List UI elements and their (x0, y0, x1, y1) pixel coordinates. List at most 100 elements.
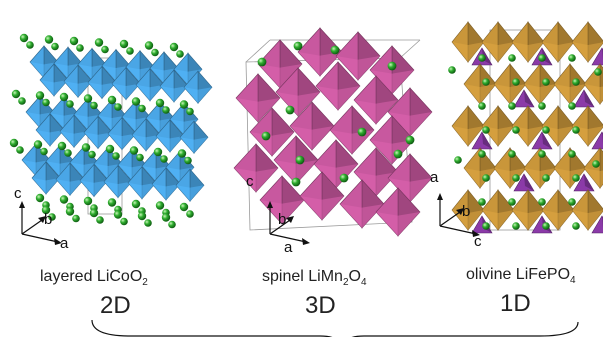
licoo2-octahedron-shade (108, 133, 136, 150)
olivine-axis-label: a (430, 169, 439, 186)
olivine-tetrahedron-side (584, 174, 594, 191)
lithium-ion (76, 44, 84, 52)
licoo2-octahedron-shade (146, 118, 174, 134)
olivine-octahedron-shade (542, 126, 574, 146)
licoo2-octahedron-shade (132, 134, 160, 151)
lithium-ion (538, 150, 546, 158)
spinel-octahedron-shade (314, 164, 358, 188)
olivine-octahedron-shade (572, 42, 603, 62)
licoo2-arrow-h (54, 238, 62, 245)
lithium-ion (508, 198, 516, 206)
lithium-ion (131, 97, 141, 106)
lithium-ion (131, 199, 141, 209)
spinel-cell-edge (245, 39, 271, 63)
olivine-octahedron-shade (554, 168, 586, 188)
lithium-ion (512, 78, 520, 86)
licoo2-axis-diagonal (21, 219, 43, 235)
olivine-tetrahedron-side (524, 174, 534, 191)
licoo2-octahedron-shade (36, 130, 64, 146)
licoo2-label: layered LiCoO2 (40, 268, 148, 288)
licoo2-axis-horizontal (21, 233, 59, 243)
lithium-ion (144, 41, 154, 50)
lithium-ion (72, 214, 80, 223)
olivine-label: olivine LiFePO4 (466, 266, 576, 286)
lithium-ion (35, 91, 45, 100)
lithium-ion (162, 106, 170, 114)
lithium-ion (16, 146, 24, 154)
licoo2-octahedron-shade (128, 182, 156, 199)
lithium-ion (137, 211, 147, 221)
lithium-ion (144, 219, 152, 227)
olivine-tetrahedron (591, 215, 603, 234)
olivine-octahedron-shade (482, 42, 514, 62)
lithium-ion (113, 210, 123, 219)
lithium-ion (330, 45, 340, 55)
spinel-octahedron-shade (300, 196, 344, 220)
lithium-ion (592, 160, 600, 168)
lithium-ion (393, 149, 403, 159)
lithium-ion (179, 202, 189, 212)
spinel-octahedron-shade (336, 56, 380, 80)
lithium-ion (169, 42, 179, 52)
spinel-arrow-v (267, 201, 273, 208)
lithium-ion (101, 45, 109, 54)
lithium-ion (89, 208, 99, 218)
lithium-ion (186, 210, 194, 218)
lithium-ion (508, 54, 516, 62)
licoo2-octahedron-shade (30, 62, 58, 78)
olivine-octahedron-shade (482, 126, 514, 146)
lithium-ion (542, 78, 550, 86)
spinel-axis-label: c (246, 173, 254, 190)
spinel-octahedron-shade (274, 160, 318, 184)
licoo2-arrow-v (19, 201, 25, 208)
licoo2-axis-label: b (44, 211, 52, 228)
olivine-octahedron-shade (542, 42, 574, 62)
lithium-ion (291, 177, 301, 187)
licoo2-octahedron-shade (64, 81, 92, 98)
lithium-ion (568, 150, 576, 158)
olivine-octahedron-shade (464, 84, 496, 104)
lithium-ion (9, 138, 19, 148)
olivine-octahedron-shade (452, 126, 484, 146)
licoo2-octahedron-shade (26, 112, 54, 128)
licoo2-octahedron-shade (142, 166, 170, 182)
lithium-ion (119, 39, 129, 49)
lithium-ion (512, 222, 520, 230)
licoo2-octahedron-shade (118, 164, 146, 181)
olivine-octahedron-shade (584, 84, 603, 104)
lithium-ion (538, 198, 546, 206)
spinel-axis-label: a (284, 239, 293, 256)
lithium-ion (35, 193, 45, 203)
lithium-ion (293, 41, 303, 51)
lithium-ion (482, 174, 490, 182)
licoo2-octahedron-shade (122, 116, 150, 133)
licoo2-octahedron-shade (152, 184, 180, 200)
lithium-ion (512, 174, 520, 182)
lithium-ion (478, 198, 486, 206)
spinel-octahedron-shade (354, 100, 398, 124)
olivine-axis-horizontal (439, 225, 477, 235)
olivine-tetrahedron (591, 131, 603, 150)
lithium-ion (94, 38, 104, 47)
bottom-brace (91, 319, 579, 337)
licoo2-octahedron-shade (74, 114, 102, 131)
spinel-octahedron-shade (388, 178, 432, 202)
licoo2-octahedron-shade (126, 66, 154, 83)
lithium-ion (538, 102, 546, 110)
olivine-octahedron-shade (524, 84, 556, 104)
lithium-ion (66, 100, 74, 108)
lithium-ion (257, 57, 267, 67)
lithium-ion (41, 205, 51, 215)
spinel-octahedron-shade (290, 126, 334, 150)
lithium-ion (568, 54, 576, 62)
lithium-ion (105, 144, 115, 154)
lithium-ion (155, 98, 165, 108)
licoo2-octahedron-shade (78, 64, 106, 81)
lithium-ion (572, 174, 580, 182)
lithium-ion (478, 102, 486, 110)
lithium-ion (40, 147, 48, 156)
licoo2-octahedron-shade (102, 65, 130, 82)
spinel-octahedron-shade (376, 212, 420, 236)
